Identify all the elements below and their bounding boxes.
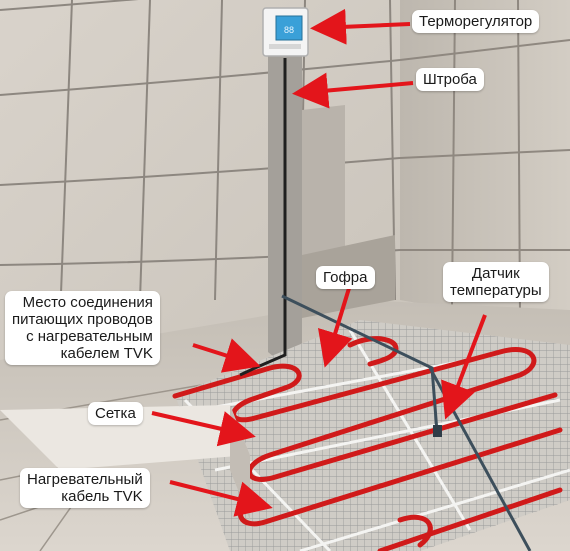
thermostat-buttons (269, 44, 301, 49)
heating-cable-label: Нагревательный кабель TVK (20, 468, 150, 508)
thermostat-screen (275, 15, 303, 41)
sensor-tube (281, 294, 439, 433)
mesh-arrow (151, 411, 256, 447)
right-wall-grout (399, 0, 570, 316)
chase-label: Штроба (416, 68, 484, 91)
corrugated-tube-label: Гофра (316, 266, 375, 289)
junction-label: Место соединения питающих проводов с наг… (5, 291, 160, 365)
sensor-arrow (441, 314, 487, 420)
corrugated-arrow (318, 284, 353, 368)
callout-arrows (151, 8, 487, 517)
chase-arrow (292, 72, 414, 109)
chase-recess (302, 105, 345, 270)
mesh-label: Сетка (88, 402, 143, 425)
temperature-sensor-probe (433, 425, 442, 437)
junction-arrow (192, 338, 261, 373)
cable-arrow (169, 480, 273, 517)
temperature-sensor-label: Датчик температуры (443, 262, 549, 302)
thermostat-label: Терморегулятор (412, 10, 540, 33)
thermostat-display: 88 (284, 25, 294, 35)
thermostat-arrow (310, 8, 411, 45)
